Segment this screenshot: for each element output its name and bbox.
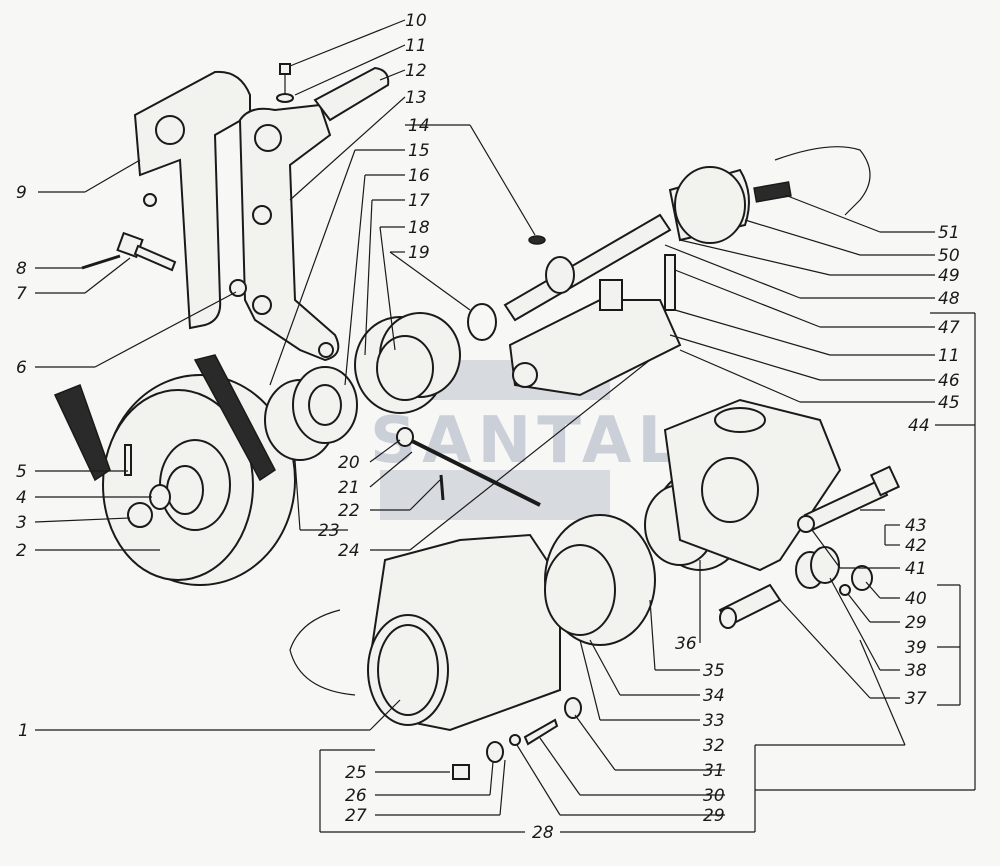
label-26: 26 xyxy=(345,786,367,806)
label-51: 51 xyxy=(938,223,960,243)
part-cover-44 xyxy=(663,398,842,572)
part-spring-rod-20-24 xyxy=(396,427,541,507)
part-snap-ring-19 xyxy=(467,303,497,341)
part-number-labels: 10 11 12 13 14 15 16 17 18 19 9 8 7 6 5 … xyxy=(16,11,960,843)
part-plug-40 xyxy=(851,565,873,591)
part-key-5 xyxy=(124,444,132,476)
part-key-14 xyxy=(528,235,546,245)
part-vane-51 xyxy=(753,181,792,203)
part-ball-29b xyxy=(509,734,521,746)
label-44: 44 xyxy=(908,416,930,436)
label-31: 31 xyxy=(703,761,725,781)
label-17: 17 xyxy=(408,191,430,211)
label-16: 16 xyxy=(408,166,430,186)
label-9: 9 xyxy=(16,183,27,203)
label-8: 8 xyxy=(16,259,27,279)
part-ring-6 xyxy=(229,279,247,297)
label-1: 1 xyxy=(18,721,29,741)
label-4: 4 xyxy=(16,488,27,508)
label-14: 14 xyxy=(408,116,430,136)
label-2: 2 xyxy=(16,541,27,561)
part-cup-17-18 xyxy=(354,312,461,414)
label-37: 37 xyxy=(905,689,927,709)
label-23: 23 xyxy=(318,521,340,541)
label-50: 50 xyxy=(938,246,960,266)
label-39: 39 xyxy=(905,638,927,658)
part-ball-29a xyxy=(839,584,851,596)
label-48: 48 xyxy=(938,289,960,309)
label-6: 6 xyxy=(16,358,27,378)
part-nut-3 xyxy=(127,502,153,528)
label-13: 13 xyxy=(405,88,427,108)
label-28: 28 xyxy=(532,823,554,843)
part-bearing-15-16 xyxy=(264,366,358,461)
label-19: 19 xyxy=(408,243,430,263)
label-43: 43 xyxy=(905,516,927,536)
part-pin-8 xyxy=(81,254,121,270)
part-pin-30 xyxy=(523,718,559,746)
part-spring-38 xyxy=(795,546,840,589)
label-20: 20 xyxy=(338,453,360,473)
part-housing-outline-51 xyxy=(774,146,871,216)
part-washer-4 xyxy=(149,484,171,510)
label-30: 30 xyxy=(703,786,725,806)
part-bolt-25 xyxy=(452,764,470,780)
label-11-right: 11 xyxy=(938,346,960,366)
label-15: 15 xyxy=(408,141,430,161)
label-29-bottom: 29 xyxy=(703,806,725,826)
part-holder-45 xyxy=(508,279,682,397)
watermark-text: SANTAL xyxy=(370,404,684,478)
label-46: 46 xyxy=(938,371,960,391)
label-40: 40 xyxy=(905,589,927,609)
part-pulley-2 xyxy=(53,354,296,586)
label-22: 22 xyxy=(338,501,360,521)
label-32: 32 xyxy=(703,736,725,756)
label-35: 35 xyxy=(703,661,725,681)
label-47: 47 xyxy=(938,318,960,338)
part-washer-26 xyxy=(486,741,504,763)
label-10: 10 xyxy=(405,11,427,31)
label-33: 33 xyxy=(703,711,725,731)
part-rotor-shaft-48 xyxy=(503,166,750,322)
label-36: 36 xyxy=(675,634,697,654)
label-24: 24 xyxy=(338,541,360,561)
label-34: 34 xyxy=(703,686,725,706)
label-12: 12 xyxy=(405,61,427,81)
label-45: 45 xyxy=(938,393,960,413)
part-screw-10 xyxy=(276,63,294,103)
part-bolt-42 xyxy=(797,465,901,533)
label-38: 38 xyxy=(905,661,927,681)
label-21: 21 xyxy=(338,478,360,498)
label-18: 18 xyxy=(408,218,430,238)
leader-lines xyxy=(34,19,976,833)
label-5: 5 xyxy=(16,462,27,482)
label-3: 3 xyxy=(16,513,27,533)
label-49: 49 xyxy=(938,266,960,286)
part-bolt-47 xyxy=(664,254,676,311)
part-bracket-13 xyxy=(238,103,340,362)
label-42: 42 xyxy=(905,536,927,556)
label-11: 11 xyxy=(405,36,427,56)
part-housing-1 xyxy=(289,533,561,732)
label-29-right: 29 xyxy=(905,613,927,633)
label-25: 25 xyxy=(345,763,367,783)
part-valve-37 xyxy=(718,583,782,629)
part-ring-34-35 xyxy=(544,514,656,646)
label-41: 41 xyxy=(905,559,927,579)
label-7: 7 xyxy=(16,284,27,304)
part-spring-31 xyxy=(564,697,582,719)
label-27: 27 xyxy=(345,806,367,826)
part-bolt-7 xyxy=(116,231,177,272)
part-shaft-12 xyxy=(313,66,390,122)
